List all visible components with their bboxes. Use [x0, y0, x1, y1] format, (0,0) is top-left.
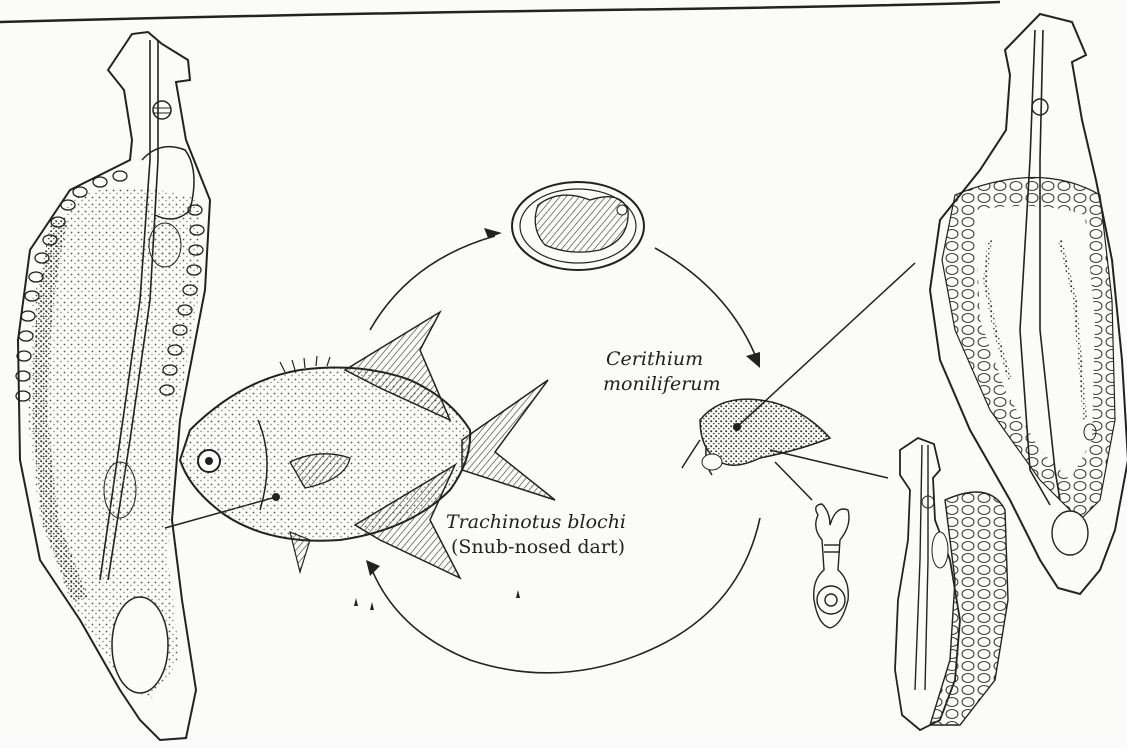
adult-fluke-left	[16, 32, 210, 740]
pointer-snail-to-cercaria	[770, 450, 888, 478]
snail-illustration	[682, 399, 830, 475]
larva-small	[814, 504, 849, 628]
stray-marks	[354, 590, 520, 610]
egg-cyst	[512, 182, 644, 270]
fluke-right-small	[895, 438, 1008, 730]
page-edge-line	[0, 2, 1000, 22]
pointer-snail-to-redia	[737, 263, 915, 427]
snail-species-label: moniliferum	[603, 372, 721, 396]
snail-genus-label: Cerithium	[606, 347, 703, 371]
fish-common-name-label: (Snub-nosed dart)	[451, 535, 625, 559]
pointer-snail-to-larva	[775, 462, 812, 500]
fish-species-label: Trachinotus blochi	[446, 510, 626, 534]
